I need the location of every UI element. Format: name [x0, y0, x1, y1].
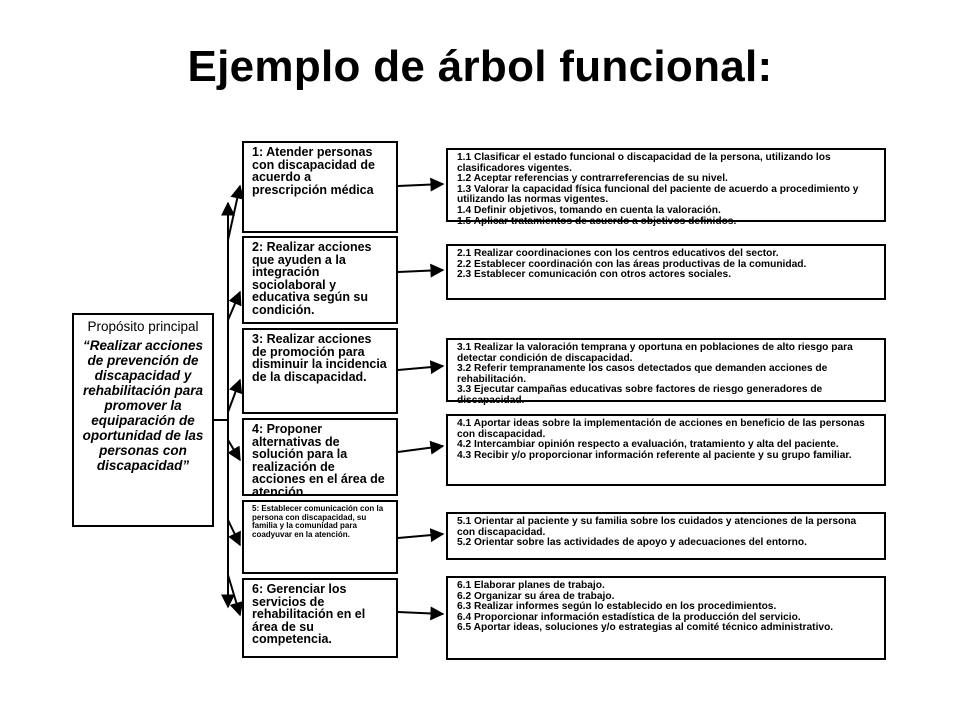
objective-text: 6: Gerenciar los servicios de rehabilita… [252, 582, 366, 646]
action-item: 4.2 Intercambiar opinión respecto a eval… [457, 439, 839, 451]
action-box-6: 6.1 Elaborar planes de trabajo. 6.2 Orga… [446, 576, 886, 660]
objective-box-5: 5: Establecer comunicación con la person… [242, 500, 398, 574]
action-item: 3.1 Realizar la valoración temprana y op… [457, 342, 856, 364]
action-item: 1.5 Aplicar tratamientos de acuerdo a ob… [457, 215, 737, 227]
objective-text: 2: Realizar acciones que ayuden a la int… [252, 240, 372, 317]
purpose-heading: Propósito principal [87, 319, 199, 334]
action-box-4: 4.1 Aportar ideas sobre la implementació… [446, 414, 886, 486]
action-item: 5.1 Orientar al paciente y su familia so… [457, 516, 860, 538]
action-item: 3.3 Ejecutar campañas educativas sobre f… [457, 384, 826, 406]
action-item: 1.1 Clasificar el estado funcional o dis… [457, 152, 834, 174]
action-arrow-5 [397, 528, 445, 543]
action-arrow-3 [397, 360, 445, 375]
objective-text: 5: Establecer comunicación con la person… [252, 504, 384, 539]
action-box-2: 2.1 Realizar coordinaciones con los cent… [446, 244, 886, 300]
action-item: 6.4 Proporcionar información estadística… [457, 611, 801, 623]
action-item: 2.1 Realizar coordinaciones con los cent… [457, 248, 779, 259]
action-box-5: 5.1 Orientar al paciente y su familia so… [446, 512, 886, 560]
action-item: 6.1 Elaborar planes de trabajo. [457, 580, 605, 591]
action-item: 6.5 Aportar ideas, soluciones y/o estrat… [457, 622, 834, 634]
objective-box-6: 6: Gerenciar los servicios de rehabilita… [242, 578, 398, 658]
purpose-text: “Realizar acciones de prevención de disc… [82, 338, 204, 473]
action-item: 4.1 Aportar ideas sobre la implementació… [457, 418, 868, 440]
action-box-3: 3.1 Realizar la valoración temprana y op… [446, 338, 886, 406]
branch-arrow-6 [227, 574, 244, 617]
objective-box-4: 4: Proponer alternativas de solución par… [242, 418, 398, 499]
objective-box-2: 2: Realizar acciones que ayuden a la int… [242, 236, 398, 324]
action-item: 6.2 Organizar su área de trabajo. [457, 590, 615, 602]
action-box-1: 1.1 Clasificar el estado funcional o dis… [446, 148, 886, 226]
objective-text: 1: Atender personas con discapacidad de … [252, 145, 375, 197]
objective-box-1: 1: Atender personas con discapacidad de … [242, 141, 398, 233]
action-arrow-2 [397, 263, 445, 278]
action-arrow-1 [397, 177, 445, 192]
branch-arrow-3 [227, 378, 243, 413]
objective-text: 3: Realizar acciones de promoción para d… [252, 332, 387, 384]
action-arrow-6 [397, 606, 445, 621]
branch-arrow-4 [227, 439, 241, 462]
action-item: 6.3 Realizar informes según lo estableci… [457, 601, 777, 613]
action-item: 2.3 Establecer comunicación con otros ac… [457, 269, 732, 281]
action-item: 2.2 Establecer coordinación con las área… [457, 258, 807, 270]
action-item: 4.3 Recibir y/o proporcionar información… [457, 449, 852, 461]
objective-box-3: 3: Realizar acciones de promoción para d… [242, 328, 398, 414]
action-arrow-4 [397, 440, 445, 455]
branch-arrow-2 [227, 290, 242, 321]
action-item: 1.4 Definir objetivos, tomando en cuenta… [457, 204, 721, 216]
action-item: 1.3 Valorar la capacidad física funciona… [457, 183, 862, 206]
action-item: 3.2 Referir tempranamente los casos dete… [457, 363, 831, 385]
branch-arrow-5 [227, 519, 241, 547]
action-item: 5.2 Orientar sobre las actividades de ap… [457, 537, 807, 549]
action-item: 1.2 Aceptar referencias y contrarreferen… [457, 173, 728, 185]
branch-arrow-1 [227, 184, 245, 241]
page-title: Ejemplo de árbol funcional: [187, 42, 773, 91]
purpose-box: Propósito principal “Realizar acciones d… [72, 313, 214, 527]
objective-text: 4: Proponer alternativas de solución par… [252, 422, 385, 499]
